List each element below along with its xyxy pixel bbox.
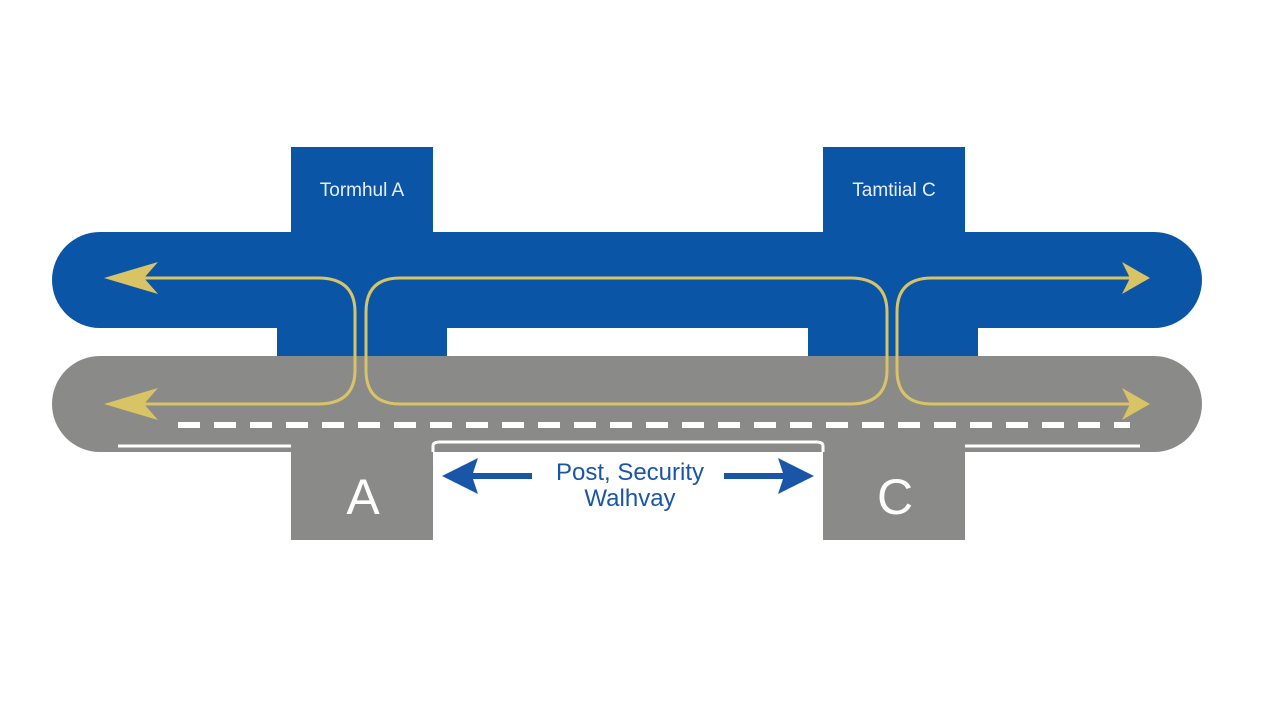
route-upper-right: [895, 276, 1140, 406]
arrowhead-icon: [104, 262, 158, 294]
route-arrowheads: [104, 262, 1150, 420]
route-upper-left: [112, 276, 357, 406]
walkway-arrow-right: [724, 458, 814, 494]
upper-connector-right: [808, 300, 978, 360]
upper-terminal-c-block: [823, 147, 965, 247]
terminal-a-upper-label: Tormhul A: [320, 180, 405, 201]
terminal-c-upper-label: Tamtiial C: [852, 180, 935, 201]
route-lines: [112, 276, 1140, 406]
upper-connector-left: [277, 300, 447, 360]
upper-terminal-a-block: [291, 147, 433, 247]
lower-terminal-a-block: [291, 440, 433, 540]
double-arrow-icon: [778, 458, 814, 494]
walkway-label-line1: Post, Security: [556, 459, 704, 486]
walkway-edge: [431, 440, 825, 452]
upper-corridor: [52, 232, 1202, 328]
double-arrow-icon: [442, 458, 478, 494]
arrowhead-icon: [1122, 388, 1150, 420]
arrowhead-icon: [1122, 262, 1150, 294]
terminal-a-lower-label: A: [346, 469, 380, 525]
upper-level: [52, 147, 1202, 360]
arrowhead-icon: [104, 388, 158, 420]
terminal-c-lower-label: C: [877, 469, 913, 525]
lower-level: [52, 356, 1202, 540]
route-center-loop: [364, 276, 889, 406]
walkway-arrow-left: [442, 458, 532, 494]
lower-terminal-c-block: [823, 440, 965, 540]
walkway-label-line2: Walhvay: [584, 485, 675, 512]
